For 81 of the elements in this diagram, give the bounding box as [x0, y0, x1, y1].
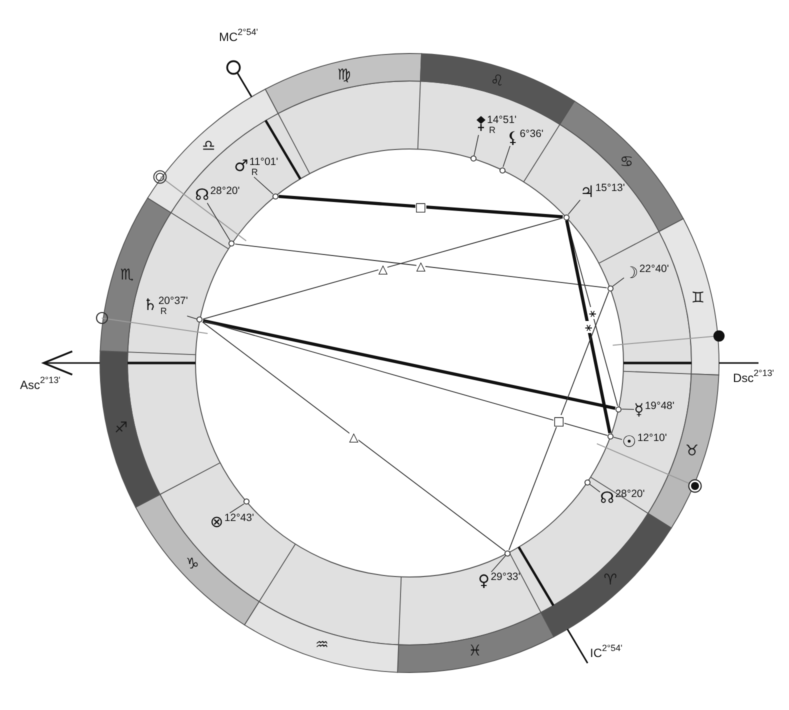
point-marker-icon: [614, 406, 622, 413]
degree-label: 29°33': [490, 572, 520, 583]
point-marker-icon: [243, 498, 250, 506]
planet-symbol: ☿: [634, 401, 644, 418]
sign-symbol: ♒: [315, 638, 329, 653]
sign-symbol: ♈: [604, 572, 618, 588]
sign-symbol: ♋: [620, 154, 634, 170]
point-marker-icon: [606, 284, 614, 292]
degree-label: 6°36': [520, 129, 544, 140]
planet-symbol: ⚸: [507, 129, 519, 146]
sign-symbol: ♐: [114, 420, 128, 436]
point-marker-icon: [562, 214, 570, 221]
edge-label: ⚹: [584, 320, 592, 333]
planet-symbol: ☽: [624, 264, 638, 281]
planet-symbol: ☊: [195, 186, 210, 203]
leader-line: [612, 277, 624, 287]
leader-line: [206, 202, 231, 242]
edge-label: △: [416, 260, 426, 272]
aspect-line: [278, 194, 563, 218]
aspect-line: [202, 322, 506, 552]
point-marker-icon: [470, 155, 477, 162]
degree-label: 19°48': [644, 401, 674, 412]
angle-label: MC$^{2°54'}$: [219, 30, 258, 45]
planet-symbol: ♀: [478, 572, 490, 589]
degree-label: 28°20': [615, 489, 645, 500]
point-marker-icon: [504, 550, 512, 557]
point-marker-icon: [607, 432, 614, 440]
leader-line: [613, 436, 622, 440]
edge-label: ⚹: [588, 307, 596, 320]
sign-symbol: ♌: [490, 73, 504, 88]
retrograde-mark: R: [251, 168, 258, 177]
sign-symbol: ♑: [186, 556, 200, 572]
sign-symbol: ♏: [120, 268, 134, 283]
sign-symbol: ♎: [202, 138, 216, 154]
degree-label: 12°10': [637, 433, 667, 444]
leader-line: [621, 408, 634, 410]
edge-label: □: [553, 414, 565, 427]
degree-label: 11°01': [249, 157, 278, 168]
sign-symbol: ♍: [337, 67, 351, 82]
planet-symbol: ☊: [600, 489, 614, 506]
point-marker-icon: [498, 166, 506, 174]
degree-label: 22°40': [639, 264, 669, 275]
aspect-line: [565, 220, 612, 434]
planet-symbol: ♄: [143, 296, 158, 313]
planet-symbol: ♂: [234, 157, 248, 174]
planet-symbol: ⊗: [210, 513, 224, 530]
aspect-line: [234, 244, 608, 288]
retrograde-mark: R: [160, 307, 167, 316]
retrograde-mark: R: [489, 126, 496, 135]
degree-label: 20°37': [158, 296, 188, 307]
degree-label: 15°13': [595, 183, 625, 194]
point-marker-icon: [196, 316, 204, 324]
planet-symbol: ☉: [622, 433, 636, 450]
sign-symbol: ♓: [468, 644, 482, 659]
leader-line: [589, 484, 600, 492]
angle-label: Asc$^{2°13'}$: [20, 378, 60, 393]
leader-line: [502, 146, 510, 168]
point-marker-icon: [584, 478, 591, 486]
leader-line: [490, 555, 506, 572]
aspect-line: [202, 218, 564, 320]
leader-line: [186, 316, 198, 320]
degree-label: 12°43': [224, 513, 254, 524]
leader-line: [254, 176, 274, 194]
leader-line: [229, 503, 244, 514]
point-marker-icon: [272, 192, 279, 200]
aspect-line: [202, 319, 616, 410]
degree-label: 28°20': [210, 186, 240, 197]
planet-symbol: ♃: [580, 183, 594, 200]
degree-label: 14°51': [487, 115, 517, 126]
edge-label: △: [378, 262, 388, 275]
point-marker-icon: [228, 240, 236, 248]
edge-label: △: [349, 430, 358, 443]
angle-label: IC$^{2°54'}$: [590, 646, 622, 661]
leader-line: [568, 200, 581, 215]
leader-line: [474, 134, 479, 156]
sign-symbol: ♉: [685, 443, 699, 458]
angle-label: Dsc$^{2°13'}$: [733, 371, 774, 386]
edge-label: □: [415, 200, 426, 213]
sign-symbol: ♊: [691, 290, 705, 306]
aspect-line: [508, 290, 610, 550]
aspect-line: [202, 320, 608, 436]
